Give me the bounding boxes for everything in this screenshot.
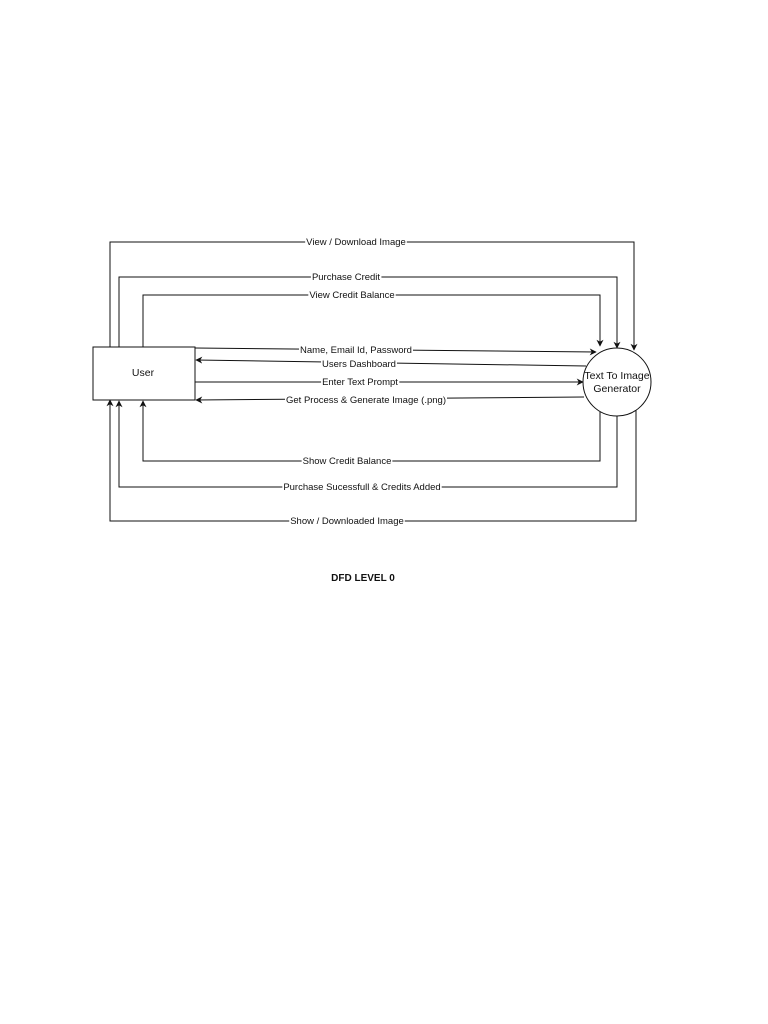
flow-line-show-credit-balance [139,400,601,462]
flow-label-enter-text-prompt: Enter Text Prompt [322,377,398,388]
flow-label-purchase-credit: Purchase Credit [312,272,380,283]
flow-line-view-credit-balance [142,294,604,347]
flow-label-group: Get Process & Generate Image (.png) [285,395,447,406]
flow-label-bg [321,377,400,388]
flow-label-bg [301,456,393,467]
flow-label-group: Users Dashboard [321,359,397,370]
flow-label-show-credit-balance: Show Credit Balance [303,456,392,467]
flow-label-view-credit-balance: View Credit Balance [309,290,394,301]
flow-label-bg [305,237,407,248]
flow-label-group: Purchase Sucessfull & Credits Added [282,482,442,493]
flow-label-bg [289,516,405,527]
flow-label-bg [285,395,447,406]
generator-process-circle [582,347,652,417]
flow-label-bg [308,290,396,301]
flow-label-show-downloaded-image: Show / Downloaded Image [290,516,404,527]
flow-label-name-email-password: Name, Email Id, Password [300,345,412,356]
flow-label-group: Show Credit Balance [301,456,393,467]
flow-label-group: Name, Email Id, Password [299,345,413,356]
flow-line-purchase-credit [118,276,621,349]
flow-label-get-process-generate: Get Process & Generate Image (.png) [286,395,446,406]
flow-labels: View / Download Image Purchase Credit Vi… [282,237,447,527]
flow-label-view-download-image: View / Download Image [306,237,406,248]
diagram-caption: DFD LEVEL 0 [331,573,395,584]
flow-line-purchase-successful [115,400,618,488]
flow-label-bg [310,272,382,283]
flow-label-bg [299,345,413,356]
flow-label-group: View Credit Balance [308,290,396,301]
flow-label-group: View / Download Image [305,237,407,248]
generator-process-label-line-2: Generator [593,383,641,395]
flow-label-purchase-successful: Purchase Sucessfull & Credits Added [283,482,440,493]
flow-label-group: Enter Text Prompt [321,377,400,388]
flow-label-group: Show / Downloaded Image [289,516,405,527]
node-generator: Text To Image Generator [582,347,652,417]
user-entity-label: User [132,367,155,379]
flow-label-group: Purchase Credit [310,272,382,283]
flow-label-users-dashboard: Users Dashboard [322,359,396,370]
generator-process-label-line-1: Text To Image [584,370,649,382]
flow-label-bg [321,359,397,370]
flow-label-bg [282,482,442,493]
user-entity-box [92,346,196,401]
node-user: User [92,346,196,401]
